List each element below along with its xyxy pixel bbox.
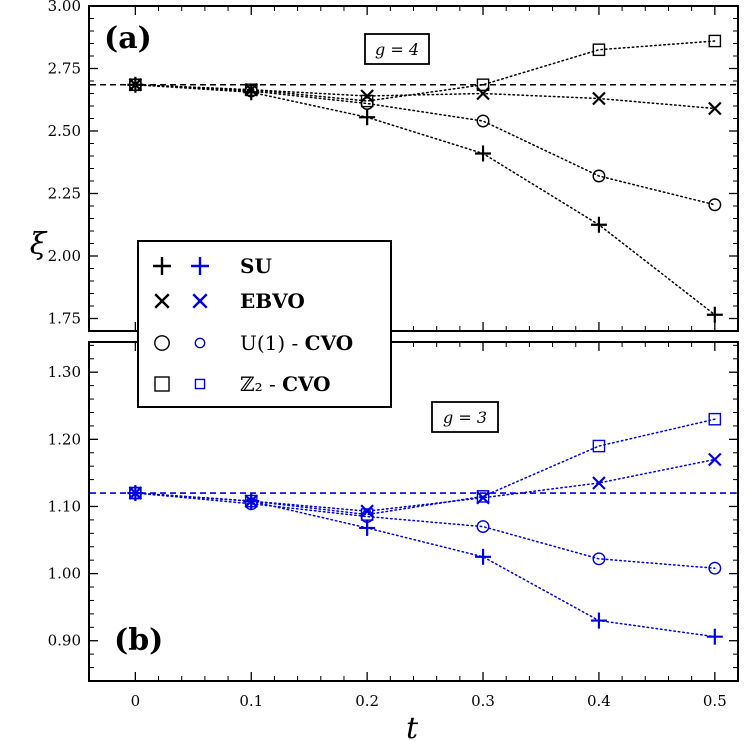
- panel-b-tag: (b): [114, 623, 163, 658]
- legend-entry-ebvo: EBVO: [154, 289, 305, 313]
- panel-a-y-tick-labels: 1.75 2.00 2.25 2.50 2.75 3.00: [48, 0, 81, 328]
- y-tick-label: 1.75: [48, 310, 81, 328]
- panel-b-inset-box: [431, 401, 499, 433]
- data-point-u1: [476, 520, 490, 534]
- x-tick-label: 0.2: [355, 692, 379, 710]
- data-point-su: [359, 109, 376, 126]
- y-tick-label: 2.50: [48, 122, 81, 140]
- legend-entry-u1: U(1) - CVO: [154, 331, 353, 355]
- x-tick-label: 0: [131, 692, 141, 710]
- legend-marker-black: [153, 257, 171, 275]
- legend-marker-black: [154, 376, 170, 392]
- data-point-z2: [708, 412, 722, 426]
- panel-a-ticks: [89, 5, 738, 332]
- panel-b-series: [127, 412, 723, 645]
- x-tick-label: 0.5: [703, 692, 727, 710]
- panel-a-inset-box: [364, 33, 430, 65]
- legend-marker-blue: [194, 337, 206, 349]
- y-tick-label: 1.10: [48, 497, 81, 515]
- legend-label: ℤ₂ - CVO: [240, 372, 331, 396]
- data-point-ebvo: [592, 91, 606, 106]
- data-point-ebvo: [244, 494, 259, 508]
- data-point-u1: [708, 561, 722, 575]
- data-point-z2: [129, 486, 142, 500]
- legend-label: SU: [240, 254, 272, 278]
- data-point-ebvo: [244, 82, 259, 97]
- panel-a: 1.75 2.00 2.25 2.50 2.75 3.00 (a) g = 4: [48, 0, 739, 332]
- series-line-u1: [134, 492, 716, 569]
- legend-marker-blue: [192, 293, 208, 309]
- series-line-u1: [134, 84, 716, 206]
- data-point-z2: [360, 508, 374, 521]
- panel-b-y-tick-labels: 0.90 1.00 1.10 1.20 1.30: [48, 363, 81, 650]
- data-point-z2: [360, 94, 374, 108]
- data-point-ebvo: [592, 476, 606, 490]
- data-point-z2: [244, 494, 258, 508]
- data-point-su: [706, 628, 723, 645]
- y-tick-label: 1.30: [48, 363, 81, 381]
- data-point-z2: [244, 83, 258, 97]
- series-line-z2: [134, 40, 716, 102]
- legend-label: EBVO: [240, 289, 305, 313]
- y-tick-label: 2.25: [48, 185, 81, 203]
- panel-b: 0.90 1.00 1.10 1.20 1.30 (b) g = 3: [48, 341, 739, 682]
- legend: SU EBVO U(1) - CVO ℤ₂ - CVO: [137, 240, 392, 408]
- data-point-su: [475, 548, 492, 565]
- legend-marker-blue: [194, 378, 206, 390]
- y-tick-label: 0.90: [48, 632, 81, 650]
- data-point-z2: [476, 490, 490, 503]
- legend-marker-black: [154, 335, 170, 351]
- legend-box: [137, 240, 392, 408]
- y-axis-label: ξ: [30, 227, 48, 262]
- panel-a-tag: (a): [104, 21, 152, 56]
- data-point-ebvo: [708, 452, 722, 467]
- data-point-z2: [592, 439, 606, 453]
- data-point-ebvo: [708, 101, 722, 116]
- data-point-ebvo: [476, 86, 490, 101]
- x-tick-label: 0.4: [587, 692, 611, 710]
- data-point-u1: [592, 169, 606, 183]
- legend-entry-su: SU: [153, 254, 272, 278]
- x-tick-label: 0.1: [239, 692, 263, 710]
- series-line-z2: [134, 418, 716, 516]
- data-point-z2: [708, 34, 722, 48]
- data-point-u1: [708, 198, 722, 212]
- x-tick-label: 0.3: [471, 692, 495, 710]
- data-point-u1: [592, 552, 606, 566]
- data-point-su: [706, 306, 723, 323]
- series-line-su: [134, 492, 716, 638]
- data-point-z2: [592, 43, 606, 57]
- y-tick-label: 2.75: [48, 60, 81, 78]
- legend-label: U(1) - CVO: [240, 331, 353, 355]
- data-point-z2: [129, 78, 142, 92]
- y-tick-label: 3.00: [48, 0, 81, 15]
- data-point-z2: [476, 78, 490, 92]
- x-axis-label: t: [406, 711, 419, 741]
- legend-rows: SU EBVO U(1) - CVO ℤ₂ - CVO: [153, 254, 353, 396]
- legend-marker-blue: [191, 257, 209, 275]
- data-point-su: [475, 145, 492, 162]
- panel-b-inset-label: g = 3: [443, 408, 487, 427]
- data-point-u1: [360, 97, 374, 110]
- data-point-u1: [476, 114, 490, 128]
- y-tick-label: 2.00: [48, 247, 81, 265]
- y-tick-label: 1.20: [48, 430, 81, 448]
- data-point-su: [590, 612, 607, 629]
- legend-marker-black: [154, 293, 170, 309]
- series-line-ebvo: [134, 458, 716, 512]
- data-point-su: [590, 216, 607, 233]
- y-tick-label: 1.00: [48, 565, 81, 583]
- legend-entry-z2: ℤ₂ - CVO: [154, 372, 331, 396]
- panel-a-inset-label: g = 4: [375, 40, 419, 59]
- x-tick-labels: 0 0.1 0.2 0.3 0.4 0.5: [131, 692, 727, 710]
- panel-a-series: [127, 34, 723, 323]
